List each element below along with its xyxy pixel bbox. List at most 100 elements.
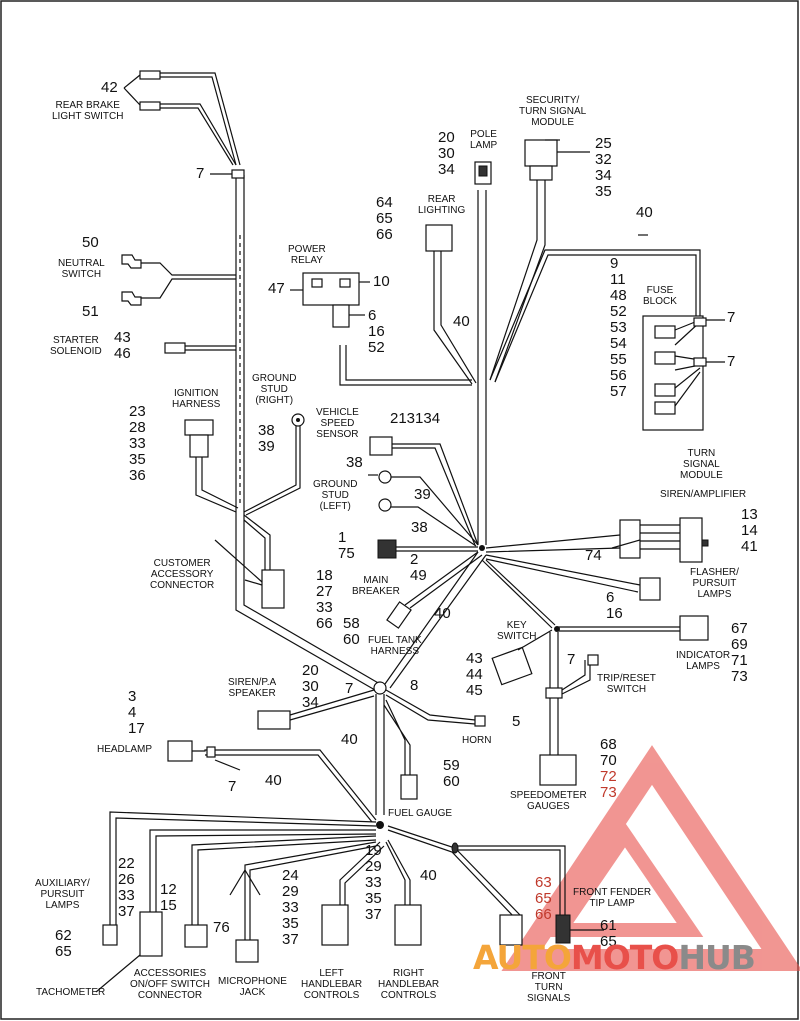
neutral-switch-connector-b (121, 291, 142, 306)
label-fuse-block: FUSE BLOCK (643, 285, 677, 307)
callout: 1 75 (338, 529, 355, 562)
flasher-pursuit (485, 554, 661, 601)
label-horn: HORN (462, 735, 492, 746)
fender-tip-lamp-connector (555, 914, 571, 944)
callout: 38 (346, 454, 363, 471)
callout: 6 16 (606, 589, 623, 622)
label-rear-lighting: REAR LIGHTING (418, 194, 466, 216)
left-handlebar-connector (321, 904, 349, 946)
callout: 12 15 (160, 881, 177, 914)
label-speedometer: SPEEDOMETER GAUGES (510, 790, 587, 812)
accessory-switch-connector (184, 924, 208, 948)
label-ground-stud-right: GROUND STUD (RIGHT) (252, 373, 297, 406)
callout: 40 (265, 772, 282, 789)
callout: 74 (585, 547, 602, 564)
callout: 38 (411, 519, 428, 536)
label-flasher-pursuit: FLASHER/ PURSUIT LAMPS (690, 567, 739, 600)
aux-lamp-connector (102, 924, 118, 946)
callout: 7 (345, 680, 354, 697)
ignition-harness (184, 419, 239, 513)
label-left-handlebar: LEFT HANDLEBAR CONTROLS (301, 968, 363, 1001)
watermark-logo (501, 745, 800, 971)
flasher-connector (639, 577, 661, 601)
callout: 76 (213, 919, 230, 936)
label-fuel-tank-harness: FUEL TANK HARNESS (368, 635, 422, 657)
starter-solenoid-connector (164, 342, 186, 354)
callout: 7 (196, 165, 205, 182)
neutral-switch-connector-a (121, 254, 142, 269)
label-trip-reset: TRIP/RESET SWITCH (597, 673, 656, 695)
callout: 22 26 33 37 (118, 855, 135, 920)
callout: 42 (101, 79, 118, 96)
label-key-switch: KEY SWITCH (497, 620, 537, 642)
callout: 50 (82, 234, 99, 251)
rear-lighting-connector (425, 224, 453, 252)
callout: 43 44 45 (466, 650, 483, 699)
callout: 25 32 34 35 (595, 135, 612, 200)
tachometer-connector (139, 911, 163, 957)
callout: 64 65 66 (376, 194, 393, 243)
center-lower-harness (384, 545, 487, 689)
label-security-module: SECURITY/ TURN SIGNAL MODULE (519, 95, 587, 128)
label-power-relay: POWER RELAY (288, 244, 326, 266)
callout: 10 (373, 273, 390, 290)
callout: 7 (228, 778, 237, 795)
label-pole-lamp: POLE LAMP (470, 129, 498, 151)
key-switch-box (491, 646, 533, 686)
label-ignition-harness: IGNITION HARNESS (172, 388, 221, 410)
callout: 72 73 (600, 768, 617, 801)
label-accessories-switch: ACCESSORIES ON/OFF SWITCH CONNECTOR (130, 968, 210, 1001)
turn-signal-module (485, 517, 709, 563)
callout: 5 (512, 713, 521, 730)
main-breaker (377, 539, 478, 559)
callout: 7 (567, 651, 576, 668)
ground-stud-right (243, 413, 305, 516)
watermark-part-moto: MOTO (570, 938, 679, 977)
callout: 6 16 52 (368, 307, 385, 356)
label-main-breaker: MAIN BREAKER (352, 575, 400, 597)
clip-7 (231, 169, 245, 179)
neutral-switch-wires (121, 254, 236, 306)
callout: 20 30 34 (438, 129, 455, 178)
bottom-node (109, 811, 566, 940)
label-starter-solenoid: STARTER SOLENOID (50, 335, 102, 357)
label-indicator-lamps: INDICATOR LAMPS (676, 650, 731, 672)
label-siren-amplifier: SIREN/AMPLIFIER (660, 489, 747, 500)
speedometer-box (539, 754, 577, 786)
label-rear-brake-switch: REAR BRAKE LIGHT SWITCH (52, 100, 124, 122)
callout: 40 (420, 867, 437, 884)
callout: 24 29 33 35 37 (282, 867, 299, 948)
callout: 68 70 (600, 736, 617, 769)
rear-lighting (425, 224, 453, 252)
indicator-connector (679, 615, 709, 641)
callout: 67 69 71 73 (731, 620, 748, 685)
callout: 9 11 48 52 53 54 55 56 57 (610, 255, 627, 400)
label-turn-signal-module: TURN SIGNAL MODULE (680, 448, 723, 481)
label-right-handlebar: RIGHT HANDLEBAR CONTROLS (378, 968, 440, 1001)
fuel-tank-connector (386, 601, 412, 629)
callout: 58 60 (343, 615, 360, 648)
callout: 3 4 17 (128, 688, 145, 737)
security-module (524, 139, 590, 181)
main-breaker-box (377, 539, 397, 559)
callout: 7 (727, 309, 736, 326)
callout: 40 (341, 731, 358, 748)
siren-speaker-connector (257, 710, 291, 730)
leader-lines (95, 74, 648, 993)
speedometer-harness (539, 632, 599, 786)
bottom-components (102, 869, 571, 963)
label-tachometer: TACHOMETER (36, 987, 106, 998)
rear-brake-switch-top (139, 70, 161, 80)
label-ground-stud-left: GROUND STUD (LEFT) (313, 479, 358, 512)
label-fuel-gauge: FUEL GAUGE (388, 808, 453, 819)
callout: 43 46 (114, 329, 131, 362)
turn-module-connector (619, 519, 641, 559)
customer-accessory (243, 514, 285, 609)
power-relay-box (302, 272, 360, 306)
fuse-block (642, 315, 725, 431)
left-trunk (235, 175, 381, 691)
callout: 18 27 33 66 (316, 567, 333, 632)
